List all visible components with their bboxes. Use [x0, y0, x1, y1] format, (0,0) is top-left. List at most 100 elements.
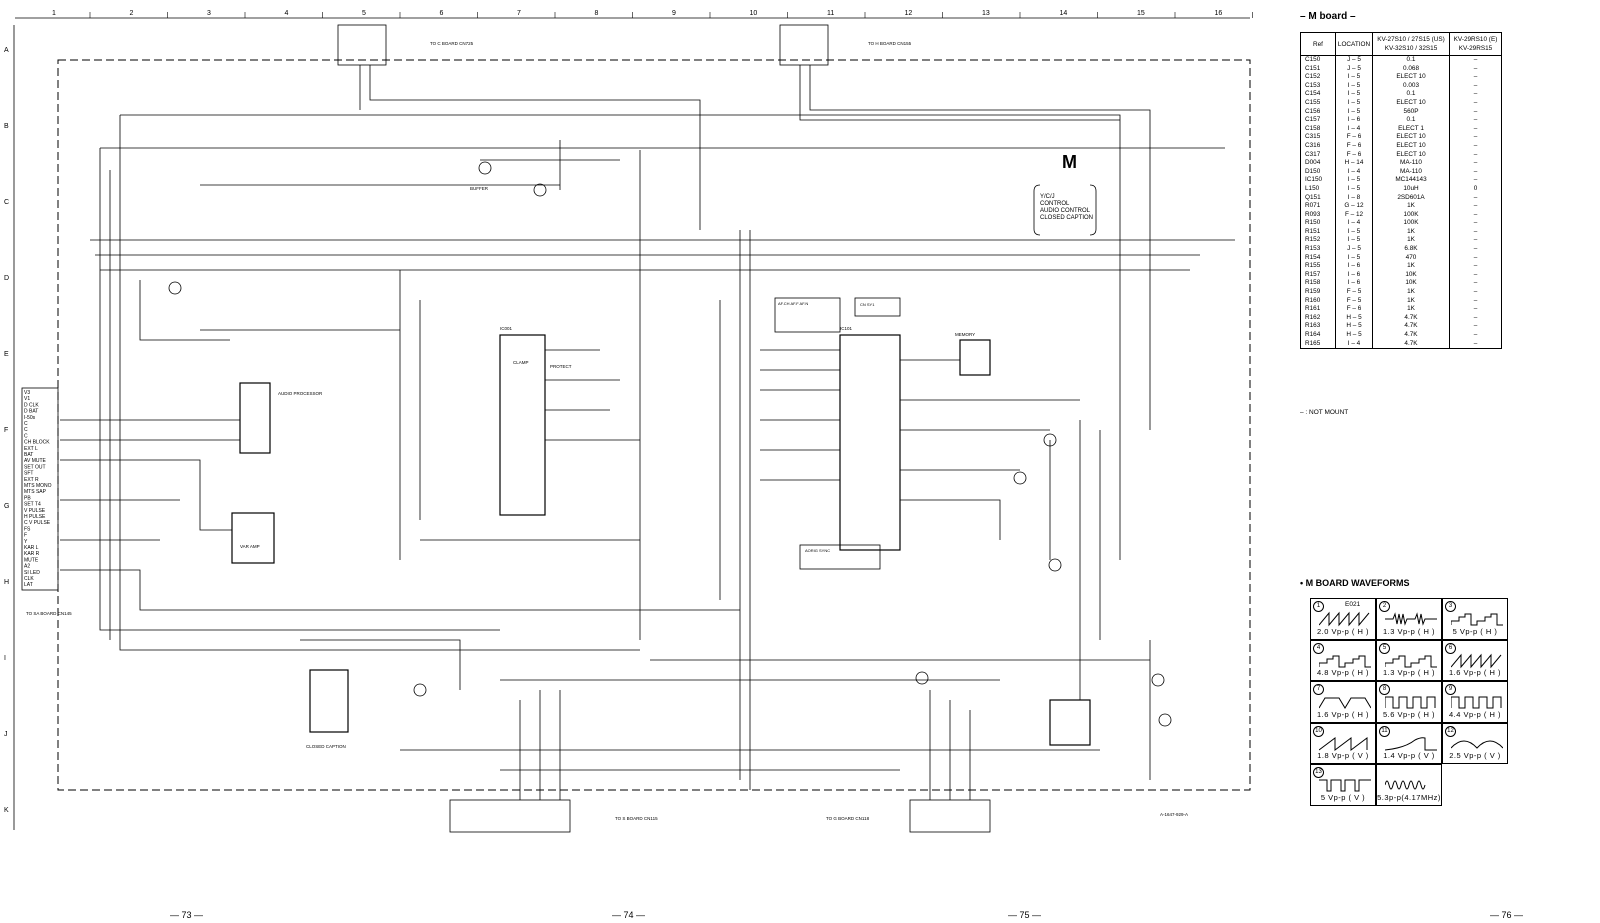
cell-e-value: –: [1449, 245, 1502, 254]
column-number: 4: [285, 10, 289, 17]
cell-ref: C150: [1300, 55, 1336, 65]
cell-location: I – 5: [1335, 236, 1373, 246]
cell-us-value: 1K: [1372, 288, 1450, 297]
cell-ref: C316: [1300, 141, 1336, 151]
cell-us-value: 1K: [1372, 227, 1450, 237]
connector-pin-label: C: [24, 421, 28, 427]
cell-us-value: 2SD601A: [1372, 193, 1450, 203]
cell-us-value: ELECT 10: [1372, 73, 1450, 82]
cell-e-value: –: [1449, 90, 1502, 99]
cell-location: J – 5: [1335, 245, 1373, 254]
cell-e-value: –: [1449, 262, 1502, 271]
row-letter: K: [4, 807, 9, 814]
cell-ref: R151: [1300, 227, 1336, 237]
row-letter: H: [4, 579, 9, 586]
cell-us-value: 0.1: [1372, 55, 1450, 65]
column-number: 13: [982, 10, 990, 17]
cell-ref: R150: [1300, 219, 1336, 228]
cell-location: J – 5: [1335, 64, 1373, 74]
waveform-label: 1.3 Vp-p ( H ): [1382, 626, 1435, 636]
row-letter: F: [4, 427, 8, 434]
cell-location: F – 12: [1335, 210, 1373, 220]
waveform-trace: [1451, 613, 1503, 626]
label-audio-processor: AUDIO PROCESSOR: [278, 391, 323, 396]
page-number-73: — 73 —: [170, 910, 204, 920]
cell-location: H – 14: [1335, 159, 1373, 168]
cell-location: F – 6: [1335, 133, 1373, 142]
cell-ref: R093: [1300, 210, 1336, 220]
waveform-path: [1385, 696, 1436, 709]
cell-location: H – 5: [1335, 313, 1373, 323]
connector-pin-label: MTS MONO: [24, 483, 52, 489]
connector-pin-label: AV MUTE: [24, 458, 47, 464]
small-table-top: AF.CH AF.F AF.N: [778, 301, 808, 306]
waveform-path: [1385, 736, 1437, 750]
cell-location: F – 6: [1335, 305, 1373, 314]
waveform-label: 1.8 Vp-p ( V ): [1317, 751, 1369, 760]
cell-ref: R158: [1300, 279, 1336, 289]
parts-table: Ref LOCATION KV-27S10 / 27S15 (US) KV-32…: [1300, 32, 1502, 350]
connector-pin-label: SFT: [24, 471, 33, 477]
cell-us-value: 4.7K: [1372, 339, 1450, 350]
connector-pin-label: I-50s: [24, 415, 36, 421]
connector-pin-label: V PULSE: [24, 508, 46, 514]
connector-pin-label: C V PULSE: [24, 520, 51, 526]
parts-table-header: Ref LOCATION KV-27S10 / 27S15 (US) KV-32…: [1300, 32, 1502, 56]
cell-ref: R162: [1300, 313, 1336, 323]
connector-pin-label: H PULSE: [24, 514, 46, 520]
cell-e-value: –: [1449, 279, 1502, 289]
waveform-cell: 10 1.8 Vp-p ( V ): [1310, 722, 1376, 764]
cell-us-value: 0.1: [1372, 90, 1450, 99]
cell-e-value: –: [1449, 331, 1502, 340]
cell-location: G – 12: [1335, 202, 1373, 211]
cell-e-value: –: [1449, 219, 1502, 228]
cell-location: F – 5: [1335, 296, 1373, 306]
waveform-path: [1319, 697, 1371, 709]
waveforms-title: • M BOARD WAVEFORMS: [1300, 578, 1410, 588]
waveform-number: 6: [1445, 642, 1456, 654]
waveform-trace: [1385, 780, 1426, 790]
column-number: 9: [672, 10, 676, 17]
waveform-path: [1319, 611, 1370, 627]
cell-us-value: 1K: [1372, 262, 1450, 271]
connector-pin-label: MUTE: [24, 557, 39, 563]
cell-e-value: –: [1449, 236, 1502, 246]
cell-e-value: –: [1449, 159, 1502, 168]
waveform-number: 10: [1313, 725, 1324, 737]
waveform-path: [1319, 779, 1371, 792]
waveform-path: [1319, 655, 1371, 667]
waveform-label: 5.3p-p(4.17MHz): [1377, 792, 1441, 802]
cell-us-value: MC144143: [1372, 176, 1450, 185]
small-table-right: CN SY1: [860, 302, 875, 307]
waveform-trace: [1319, 736, 1368, 751]
cell-e-value: –: [1449, 296, 1502, 306]
cell-us-value: 560P: [1372, 107, 1450, 117]
function-line: Y/C/J: [1040, 194, 1055, 200]
waveform-trace: [1319, 611, 1370, 627]
function-line: CLOSED CAPTION: [1040, 215, 1093, 221]
connector-pin-label: D CLK: [24, 402, 39, 408]
connector-pin-label: EXT R: [24, 477, 39, 483]
connector-pin-label: V3: [24, 390, 30, 396]
waveform-path: [1451, 740, 1503, 749]
connector-pin-label: C: [24, 433, 28, 439]
row-letter: I: [4, 655, 6, 662]
waveform-trace: [1385, 655, 1437, 667]
column-number: 5: [362, 10, 366, 17]
cell-us-value: 1K: [1372, 305, 1450, 314]
waveform-label: 1.6 Vp-p ( H ): [1316, 709, 1369, 719]
